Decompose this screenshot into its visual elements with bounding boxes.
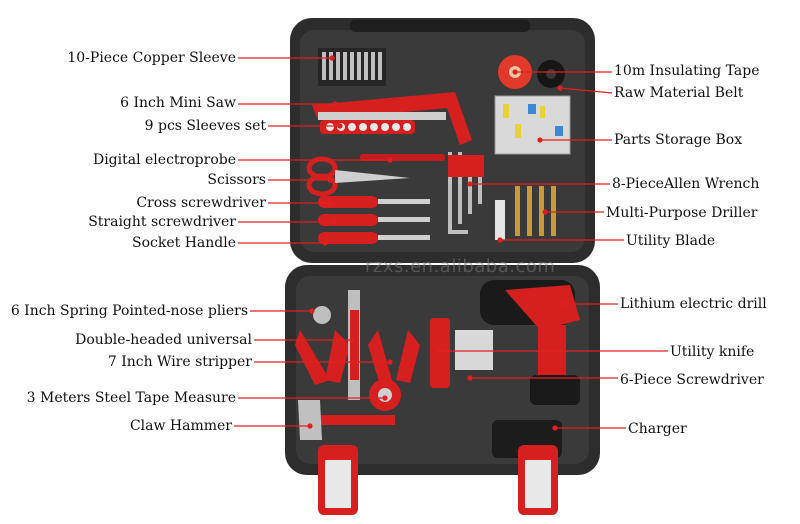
label-electric-drill: Lithium electric drill xyxy=(620,296,767,312)
copper-sleeve-bits xyxy=(318,48,386,86)
electroprobe xyxy=(360,154,445,161)
label-utility-blade: Utility Blade xyxy=(626,233,716,249)
leader-lines-right xyxy=(437,69,668,431)
sleeves-set xyxy=(320,120,415,134)
label-pointed-nose-pliers: 6 Inch Spring Pointed-nose pliers xyxy=(10,303,248,319)
case-latches xyxy=(318,445,558,515)
label-multi-purpose-driller: Multi-Purpose Driller xyxy=(606,205,758,221)
pliers xyxy=(295,306,350,385)
label-copper-sleeve: 10-Piece Copper Sleeve xyxy=(67,50,236,66)
screwdriver-set xyxy=(455,330,493,370)
label-double-headed-universal: Double-headed universal xyxy=(75,332,252,348)
label-straight-screwdriver: Straight screwdriver xyxy=(88,214,236,230)
claw-hammer xyxy=(298,400,395,440)
label-utility-knife: Utility knife xyxy=(670,344,755,360)
wire-stripper xyxy=(368,330,420,385)
label-cross-screwdriver: Cross screwdriver xyxy=(136,195,266,211)
watermark: rzxs.en.alibaba.com xyxy=(365,256,556,277)
label-screwdriver-set: 6-Piece Screwdriver xyxy=(620,372,764,388)
utility-blade xyxy=(495,200,505,240)
leader-lines-left xyxy=(234,55,393,429)
label-scissors: Scissors xyxy=(207,172,266,188)
adjustable-wrench xyxy=(348,290,360,400)
electric-drill xyxy=(480,280,580,405)
mini-saw xyxy=(312,92,472,145)
case-handle xyxy=(350,20,530,32)
label-raw-material-belt: Raw Material Belt xyxy=(614,85,744,101)
drill-bits xyxy=(515,186,556,236)
label-claw-hammer: Claw Hammer xyxy=(129,418,232,434)
label-wire-stripper: 7 Inch Wire stripper xyxy=(107,354,252,370)
label-sleeves-set: 9 pcs Sleeves set xyxy=(144,118,266,134)
label-tape-measure: 3 Meters Steel Tape Measure xyxy=(26,390,236,406)
label-parts-storage-box: Parts Storage Box xyxy=(614,132,743,148)
label-electroprobe: Digital electroprobe xyxy=(92,152,236,168)
label-socket-handle: Socket Handle xyxy=(131,235,236,251)
label-allen-wrench: 8-PieceAllen Wrench xyxy=(612,176,760,192)
scissors xyxy=(306,156,410,197)
label-charger: Charger xyxy=(628,421,687,437)
tape-measure xyxy=(369,379,401,411)
label-mini-saw: 6 Inch Mini Saw xyxy=(120,95,236,111)
label-insulating-tape: 10m Insulating Tape xyxy=(614,63,760,79)
